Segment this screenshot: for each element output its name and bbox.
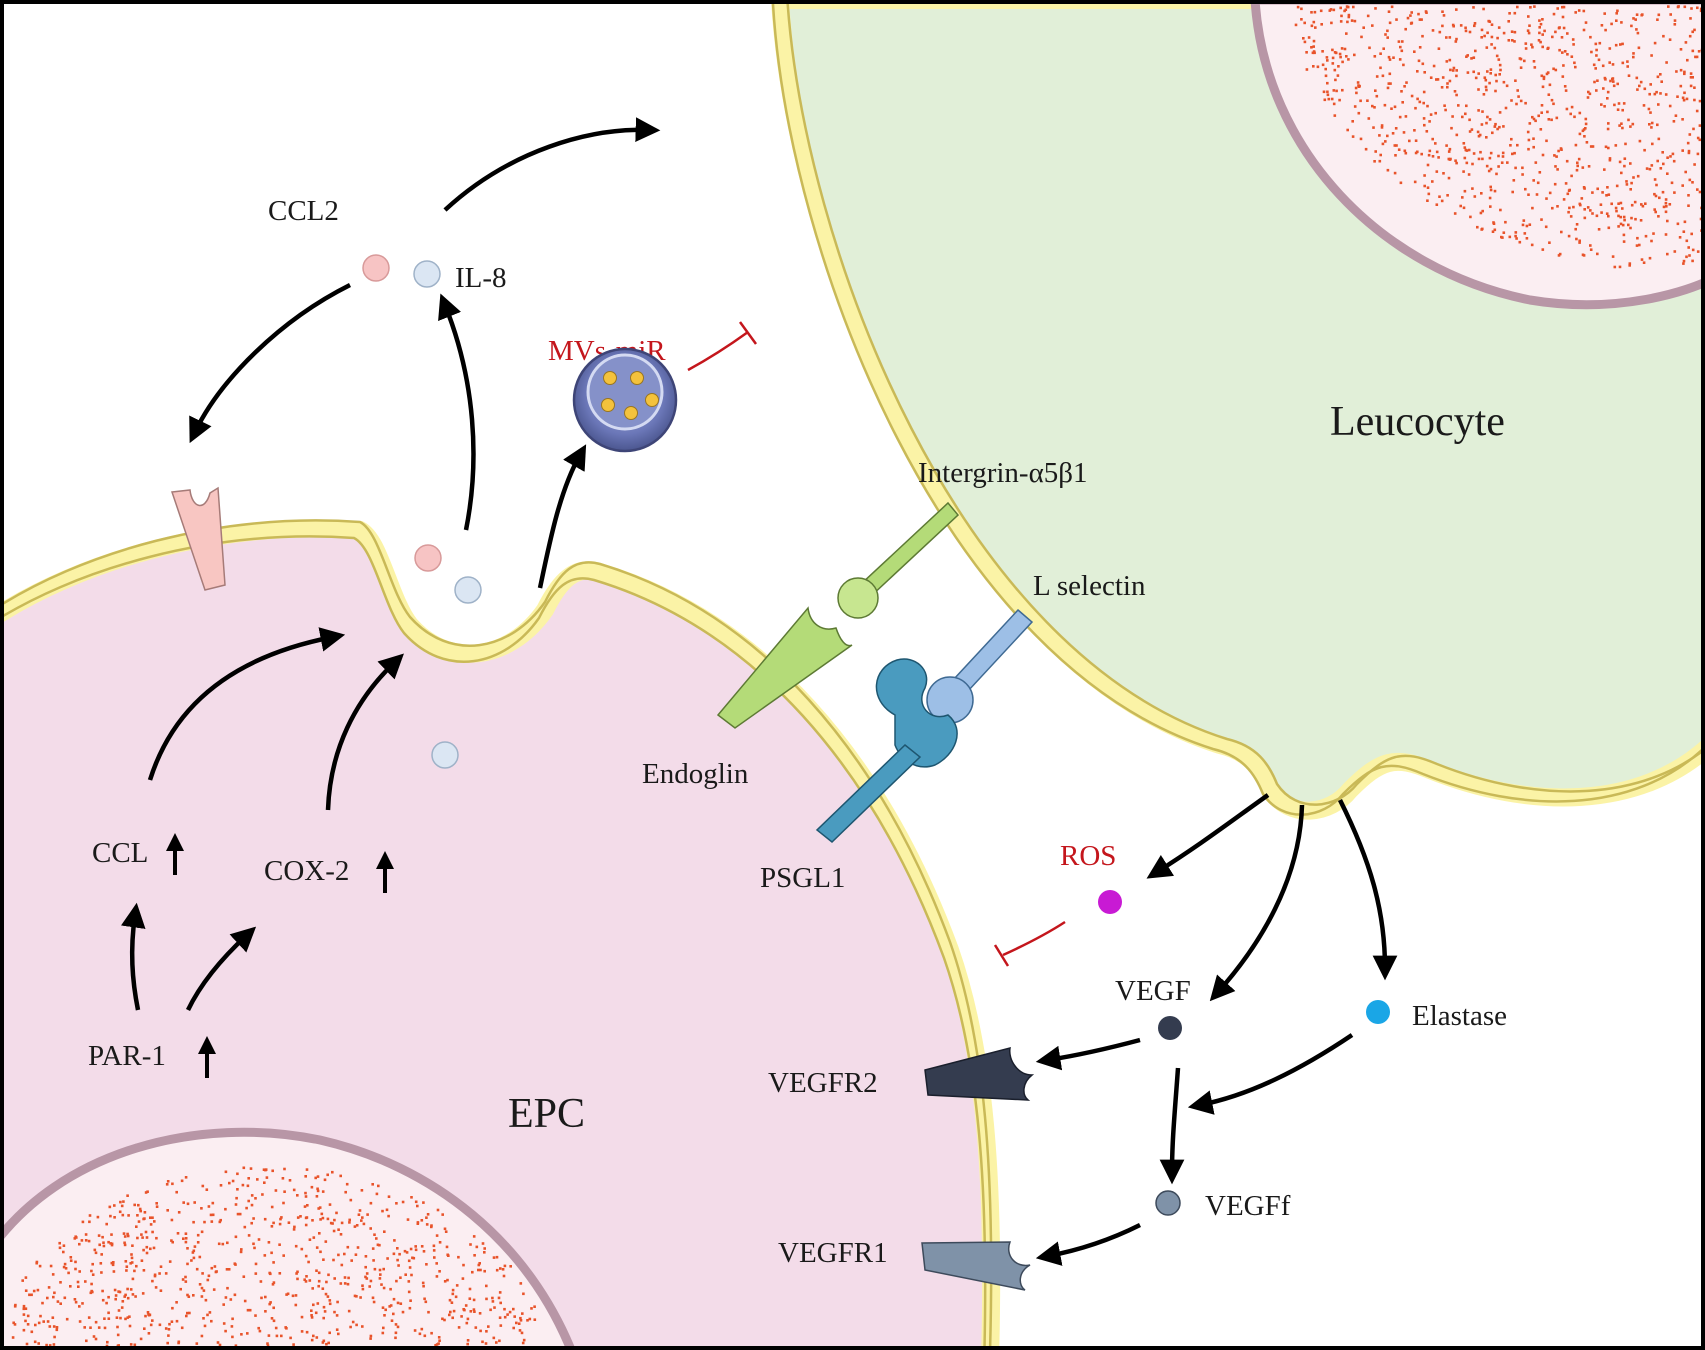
ros-ball: [1098, 890, 1122, 914]
label-endoglin: Endoglin: [642, 758, 749, 790]
integrin-a5b1: [837, 501, 960, 619]
arrow-vegf-to-vegfr2: [1035, 1037, 1141, 1071]
arrow-par1-to-ccl: [121, 902, 146, 1011]
ccl2-receptor: [170, 486, 226, 591]
il8-ball-secreted: [454, 576, 482, 604]
label-elastase: Elastase: [1412, 1000, 1507, 1032]
vegfr1-receptor: [921, 1241, 1031, 1291]
label-cox2: COX-2: [264, 855, 349, 887]
arrow-mv-release: [537, 444, 587, 589]
ccl2-ball: [362, 254, 390, 282]
arrow-cytokine-to-leucocyte: [443, 117, 661, 212]
arrow-vegf-to-vegff: [1159, 1067, 1185, 1185]
arrow-par1-to-cox2: [185, 926, 257, 1011]
label-leucocyte: Leucocyte: [1330, 399, 1505, 445]
vegff-ball: [1155, 1190, 1181, 1216]
inhibition-mvs-mir: [687, 330, 749, 372]
elastase-ball: [1366, 1000, 1390, 1024]
label-epc: EPC: [508, 1091, 585, 1137]
arrow-il8-release: [438, 293, 476, 531]
il8-ball-internal: [431, 741, 459, 769]
inhibition-ros: [1002, 920, 1066, 957]
label-integrin: Intergrin-α5β1: [918, 457, 1088, 489]
arrow-ccl-to-membrane: [147, 627, 346, 781]
leucocyte-nucleus: [1250, 4, 1701, 310]
arrow-ccl2-to-receptor: [189, 282, 352, 444]
arrow-cox2-to-membrane: [325, 653, 404, 811]
arrow-leucocyte-to-elastase: [1337, 798, 1398, 981]
vegfr2-receptor: [924, 1046, 1035, 1101]
arrow-leucocyte-to-vegf: [1209, 804, 1305, 1002]
label-ccl: CCL: [92, 837, 148, 869]
label-vegff: VEGFf: [1205, 1190, 1291, 1222]
label-vegf: VEGF: [1115, 975, 1191, 1007]
endoglin-receptor: [716, 606, 853, 729]
label-vegfr1: VEGFR1: [778, 1237, 888, 1269]
label-ros: ROS: [1060, 840, 1116, 872]
label-ccl2: CCL2: [268, 195, 339, 227]
microvesicle-icon: [572, 347, 678, 453]
psgl1-receptor: [815, 658, 958, 843]
vegf-ball: [1158, 1016, 1182, 1040]
l-selectin: [926, 608, 1034, 724]
label-il8: IL-8: [455, 262, 507, 294]
arrow-leucocyte-to-ros: [1146, 793, 1270, 879]
epc-nucleus: [4, 1127, 575, 1346]
label-psgl1: PSGL1: [760, 862, 845, 894]
label-par1: PAR-1: [88, 1040, 166, 1072]
il8-ball: [413, 260, 441, 288]
ccl2-ball-secreted: [414, 544, 442, 572]
label-l-selectin: L selectin: [1033, 570, 1146, 602]
arrow-vegff-to-vegfr1: [1035, 1222, 1142, 1266]
arrow-elastase-to-vegff: [1187, 1033, 1354, 1115]
label-vegfr2: VEGFR2: [768, 1067, 878, 1099]
